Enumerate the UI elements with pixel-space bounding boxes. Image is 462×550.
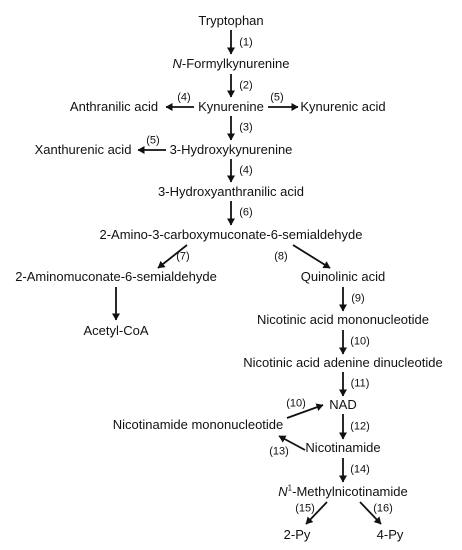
step-label-12: (12) [350,420,370,433]
arrow-nicotinamide-nmn [278,435,306,451]
node-n-formylkynurenine-prefix: N [172,56,182,71]
step-label-4-anthranilic: (4) [177,91,191,104]
node-nicotinic-acid-mononucleotide: Nicotinic acid mononucleotide [257,312,429,327]
node-n1-methylnicotinamide-sup: 1 [287,483,293,493]
node-2-py: 2-Py [283,527,311,542]
step-label-9: (9) [351,292,365,305]
node-kynurenic-acid: Kynurenic acid [300,99,386,114]
step-label-2: (2) [239,79,253,92]
step-label-10-naad: (10) [350,335,370,348]
arrow-methylnicotinamide-4py [359,501,382,525]
node-acms: 2-Amino-3-carboxymuconate-6-semialdehyde [99,227,363,242]
node-nicotinic-acid-adenine-dinucleotide: Nicotinic acid adenine dinucleotide [243,355,443,370]
node-3-hydroxykynurenine: 3-Hydroxykynurenine [169,142,293,157]
node-xanthurenic-acid: Xanthurenic acid [34,142,132,157]
node-3-hydroxyanthranilic-acid: 3-Hydroxyanthranilic acid [158,184,304,199]
step-label-13: (13) [269,445,289,458]
node-nicotinamide-mononucleotide: Nicotinamide mononucleotide [112,417,284,432]
step-label-5-xanthurenic: (5) [146,134,160,147]
step-label-8: (8) [274,250,288,263]
node-kynurenine: Kynurenine [198,99,264,114]
node-nicotinamide: Nicotinamide [305,440,381,455]
node-anthranilic-acid: Anthranilic acid [69,99,159,114]
node-quinolinic-acid: Quinolinic acid [300,269,386,284]
node-nad: NAD [329,397,357,412]
node-tryptophan: Tryptophan [198,13,264,28]
step-label-16: (16) [373,502,393,515]
step-label-11: (11) [350,377,370,390]
node-n-formylkynurenine: N-Formylkynurenine [172,56,289,72]
arrow-acms-quinolinic [292,244,331,269]
node-n-formylkynurenine-rest: -Formylkynurenine [181,56,290,71]
node-n1-methylnicotinamide: N1-Methylnicotinamide [278,484,407,500]
node-n1-methylnicotinamide-rest: -Methylnicotinamide [292,484,408,499]
arrow-acms-amsa [157,244,188,269]
step-label-10-nmn: (10) [286,397,306,410]
node-acetyl-coa: Acetyl-CoA [83,323,149,338]
arrow-nmn-nad [286,403,324,419]
step-label-3: (3) [239,121,253,134]
node-n1-methylnicotinamide-prefix: N [278,484,288,499]
step-label-15: (15) [295,502,315,515]
step-label-6: (6) [239,206,253,219]
step-label-1: (1) [239,36,253,49]
node-4-py: 4-Py [376,527,404,542]
node-amsa: 2-Aminomuconate-6-semialdehyde [15,269,217,284]
arrow-methylnicotinamide-2py [305,501,328,525]
step-label-7: (7) [176,250,190,263]
step-label-14: (14) [350,463,370,476]
step-label-4: (4) [239,164,253,177]
step-label-5-kynurenic: (5) [270,91,284,104]
